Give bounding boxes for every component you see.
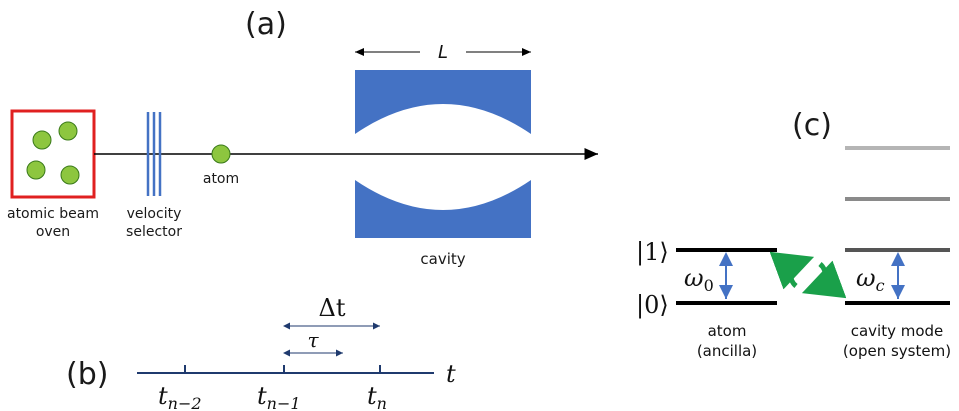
tick-label-n-2: tn−2 <box>158 382 202 411</box>
mode-levels-label-line1: cavity mode <box>851 322 944 340</box>
panel-a-label: (a) <box>245 7 287 42</box>
ket-1-label: |1⟩ <box>636 238 669 267</box>
cavity-top-mirror <box>355 70 531 134</box>
atom-label: atom <box>203 171 239 187</box>
selector-label-line2: selector <box>126 224 182 240</box>
oven-label-line2: oven <box>36 224 70 240</box>
atom-levels-label-line2: (ancilla) <box>697 342 757 360</box>
delta-t-label: Δt <box>319 294 346 322</box>
omega-0-label: ω0 <box>684 264 714 295</box>
tick-label-n-1: tn−1 <box>257 382 301 411</box>
exchange-arrow-right <box>801 260 847 299</box>
oven-atom <box>58 121 78 141</box>
oven-atom <box>26 160 46 180</box>
panel-c-label: (c) <box>792 108 832 143</box>
time-axis-label: t <box>446 360 456 388</box>
exchange-arrow-left <box>769 251 815 290</box>
mode-levels-label-line2: (open system) <box>843 342 951 360</box>
cavity-bottom-mirror <box>355 180 531 238</box>
tau-label: τ <box>307 328 319 352</box>
oven-atom <box>32 130 52 150</box>
oven-atom <box>60 165 80 185</box>
beam-atom <box>211 144 231 164</box>
cavity-label: cavity <box>420 250 465 268</box>
atom-levels-label-line1: atom <box>708 322 747 340</box>
cavity-length-label: L <box>438 42 448 63</box>
oven-label-line1: atomic beam <box>7 206 99 222</box>
selector-label-line1: velocity <box>127 206 182 222</box>
ket-0-label: |0⟩ <box>636 291 669 320</box>
oven-box <box>10 109 96 199</box>
tick-label-n: tn <box>367 382 387 411</box>
panel-b-label: (b) <box>66 357 108 392</box>
omega-c-label: ωc <box>856 264 885 295</box>
